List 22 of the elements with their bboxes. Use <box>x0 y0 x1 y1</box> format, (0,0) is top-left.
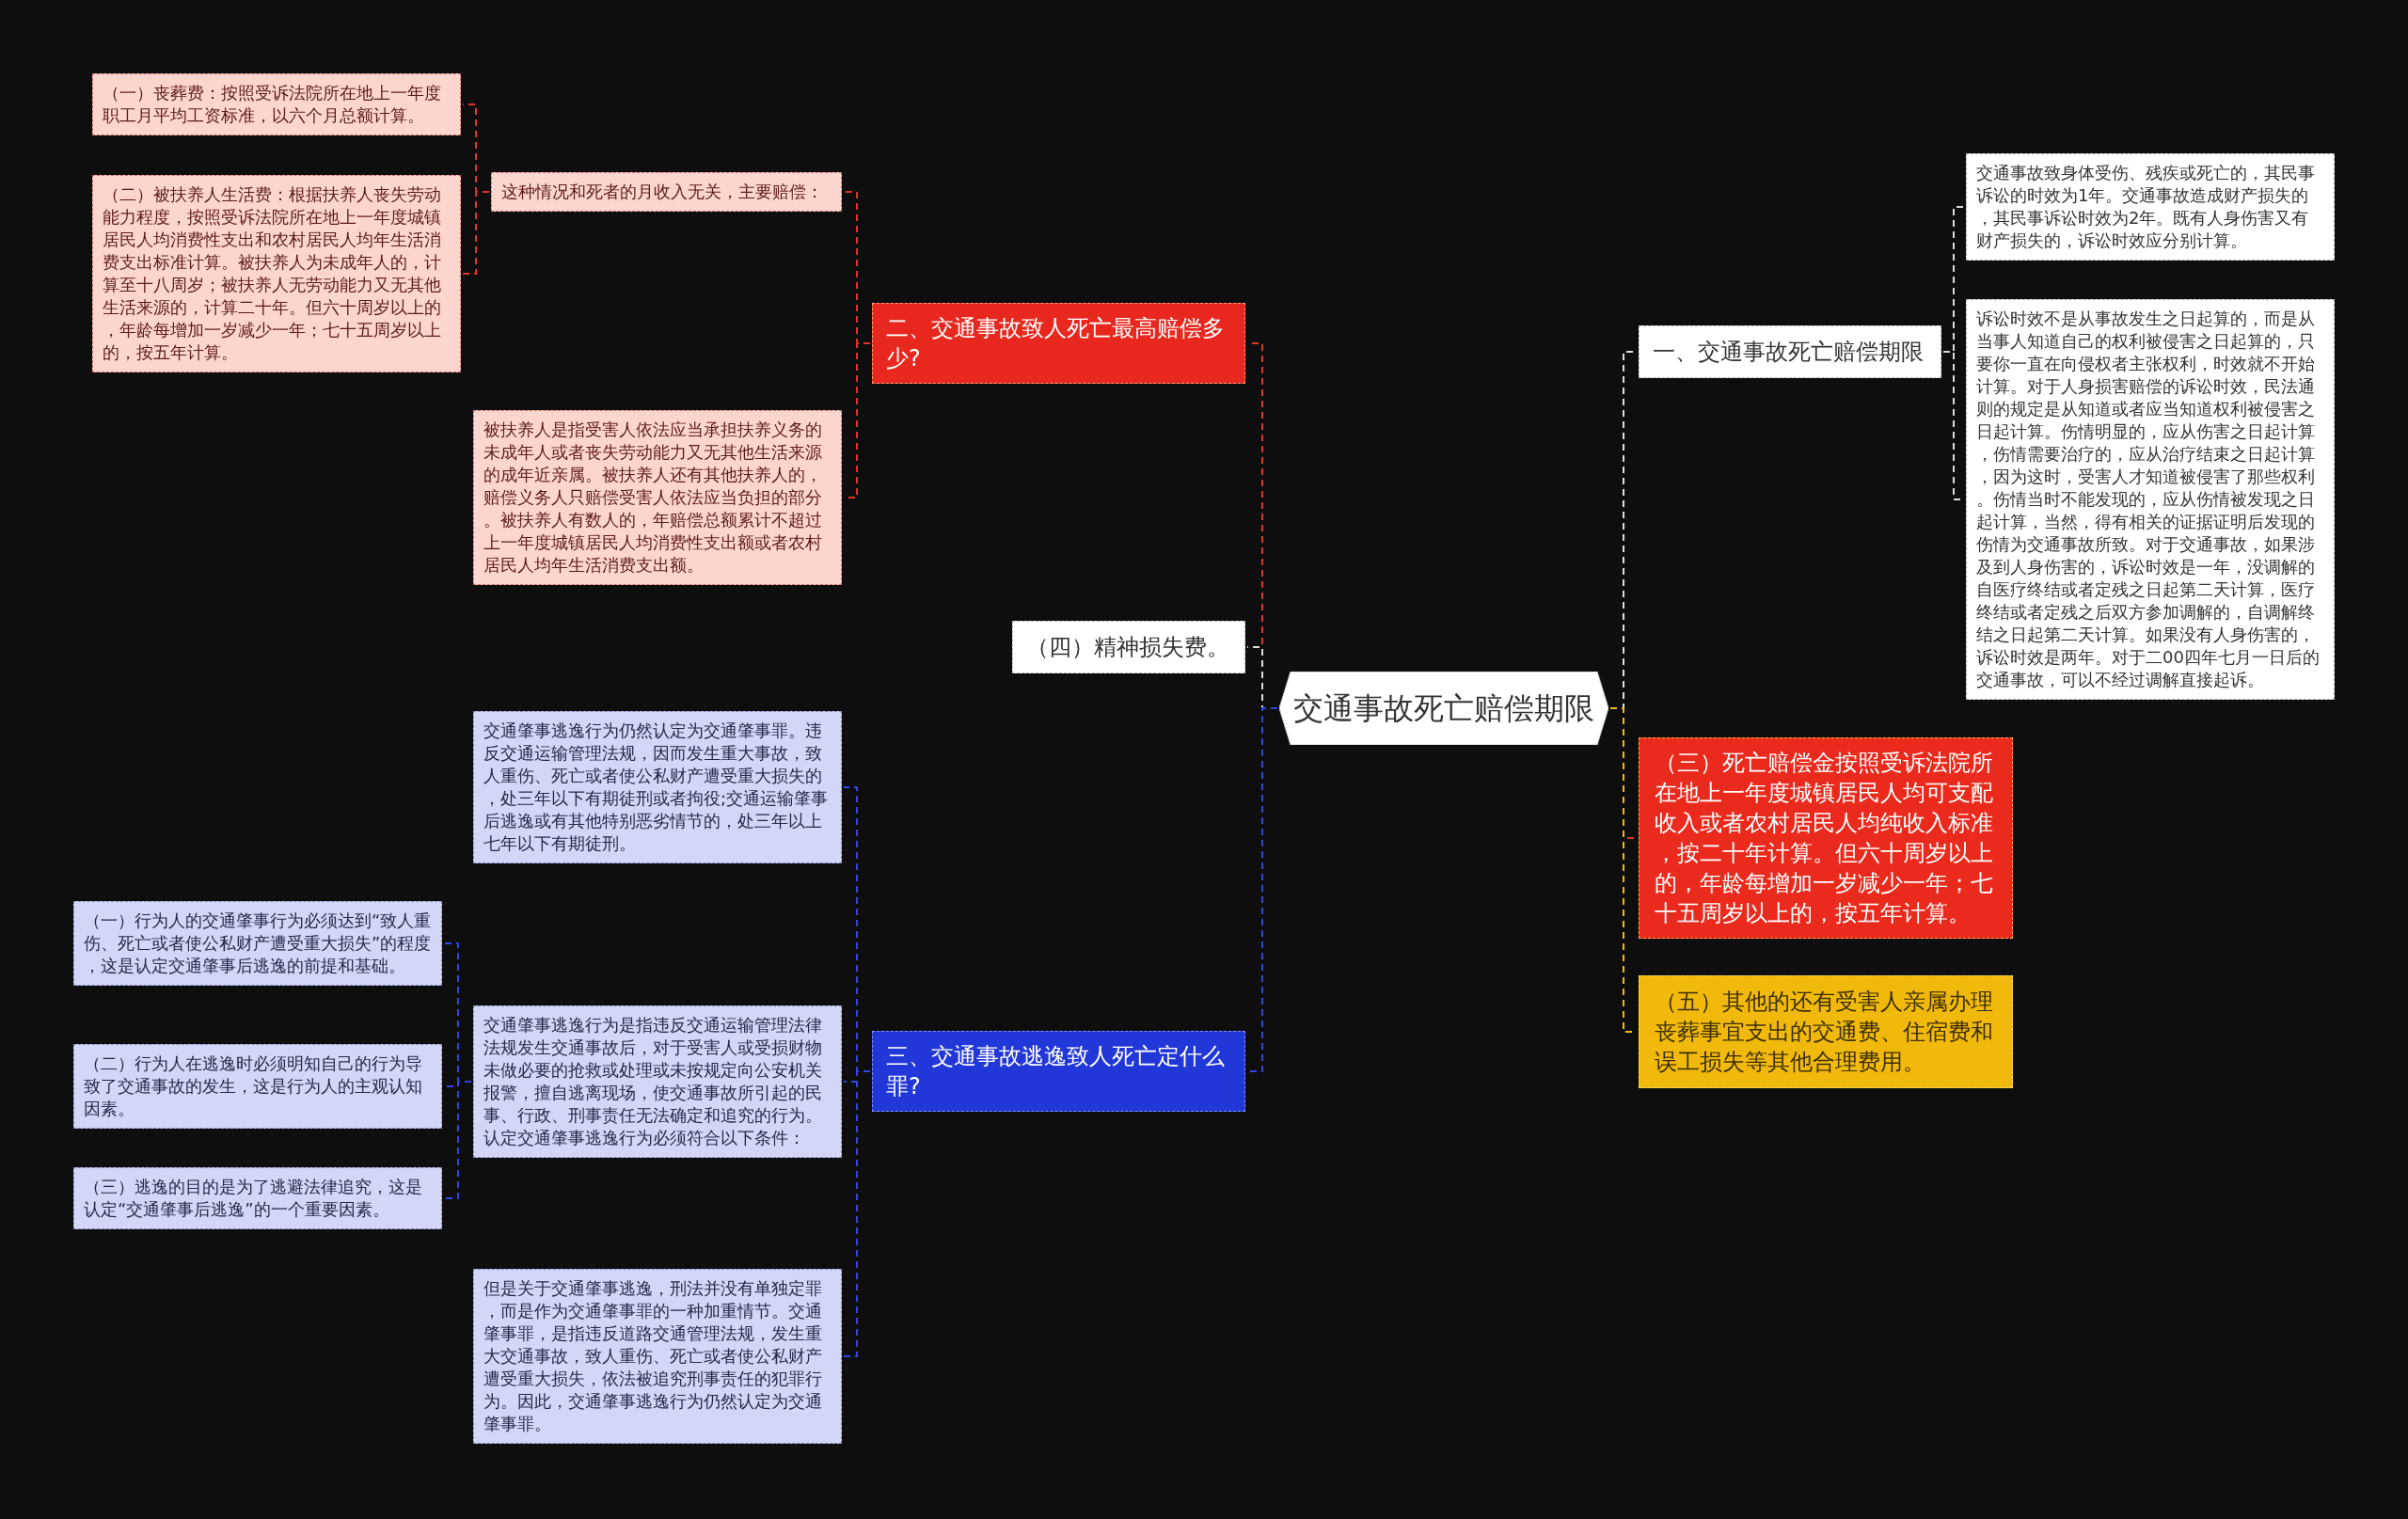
note-box: 诉讼时效不是从事故发生之日起算的，而是从当事人知道自己的权利被侵害之日起算的，只要你一直在向侵权者主张权利，时效就不开始计算。对于人身损害赔偿的诉讼时效，民法通则的规定是从知道或者应当知道权利被侵害之日起计算。伤情明显的，应从伤害之日起计算，伤情需要治疗的，应从治疗结束之日起计算，因为这时，受害人才知道被侵害了那些权利。伤情当时不能发现的，应从伤情被发现之日起计算，当然，得有相关的证据证明后发现的伤情为交通事故所致。对于交通事故，如果涉及到人身伤害的，诉讼时效是一年，没调解的自医疗终结或者定残之日起第二天计算，医疗终结或者定残之后双方参加调解的，自调解终结之日起第二天计算。如果没有人身伤害的，诉讼时效是两年。对于二00四年七月一日后的交通事故，可以不经过调解直接起诉。 <box>1966 299 2335 700</box>
note-box: 交通事故致身体受伤、残疾或死亡的，其民事诉讼的时效为1年。交通事故造成财产损失的，其民事诉讼时效为2年。既有人身伤害又有财产损失的，诉讼时效应分别计算。 <box>1966 153 2335 261</box>
note-box: 被扶养人是指受害人依法应当承担扶养义务的未成年人或者丧失劳动能力又无其他生活来源的成年近亲属。被扶养人还有其他扶养人的，赔偿义务人只赔偿受害人依法应当负担的部分。被扶养人有数人的，年赔偿总额累计不超过上一年度城镇居民人均消费性支出额或者农村居民人均年生活消费支出额。 <box>473 410 842 585</box>
note-box: （一）丧葬费：按照受诉法院所在地上一年度职工月平均工资标准，以六个月总额计算。 <box>92 73 461 135</box>
note-box: 这种情况和死者的月收入无关，主要赔偿： <box>491 172 842 212</box>
connector-line <box>843 1070 871 1357</box>
note-box: （一）行为人的交通肇事行为必须达到“致人重伤、死亡或者使公私财产遭受重大损失”的程度，这是认定交通肇事后逃逸的前提和基础。 <box>73 901 442 986</box>
topic-box: 二、交通事故致人死亡最高赔偿多少? <box>872 303 1245 384</box>
note-box: 但是关于交通肇事逃逸，刑法并没有单独定罪，而是作为交通肇事罪的一种加重情节。交通肇事罪，是指违反道路交通管理法规，发生重大交通事故，致人重伤、死亡或者使公私财产遭受重大损失，依法被追究刑事责任的犯罪行为。因此，交通肇事逃逸行为仍然认定为交通肇事罪。 <box>473 1269 842 1444</box>
topic-box: 一、交通事故死亡赔偿期限 <box>1639 325 1941 378</box>
connector-line <box>462 191 490 275</box>
note-box: 交通肇事逃逸行为仍然认定为交通肇事罪。违反交通运输管理法规，因而发生重大事故，致人重伤、死亡或者使公私财产遭受重大损失的，处三年以下有期徒刑或者拘役;交通运输肇事后逃逸或有其他特别恶劣情节的，处三年以上七年以下有期徒刑。 <box>473 711 842 863</box>
connector-line <box>443 1081 472 1199</box>
note-box: 交通肇事逃逸行为是指违反交通运输管理法律法规发生交通事故后，对于受害人或受损财物未做必要的抢救或处理或未按规定向公安机关报警，擅自逃离现场，使交通事故所引起的民事、行政、刑事责任无法确定和追究的行为。认定交通肇事逃逸行为必须符合以下条件： <box>473 1005 842 1158</box>
topic-box: （四）精神损失费。 <box>1012 621 1245 673</box>
note-box: （五）其他的还有受害人亲属办理丧葬事宜支出的交通费、住宿费和误工损失等其他合理费用。 <box>1639 975 2013 1088</box>
topic-box: 三、交通事故逃逸致人死亡定什么罪? <box>872 1031 1245 1112</box>
note-box: （三）死亡赔偿金按照受诉法院所在地上一年度城镇居民人均可支配收入或者农村居民人均纯收入标准，按二十年计算。但六十周岁以上的，年龄每增加一岁减少一年；七十五周岁以上的，按五年计算。 <box>1639 737 2013 939</box>
note-box: （二）被扶养人生活费：根据扶养人丧失劳动能力程度，按照受诉法院所在地上一年度城镇居民人均消费性支出和农村居民人均年生活消费支出标准计算。被扶养人为未成年人的，计算至十八周岁；被扶养人无劳动能力又无其他生活来源的，计算二十年。但六十周岁以上的，年龄每增加一岁减少一年；七十五周岁以上的，按五年计算。 <box>92 175 461 372</box>
topic-hexagon: 交通事故死亡赔偿期限 <box>1279 672 1608 745</box>
note-box: （三）逃逸的目的是为了逃避法律追究，这是认定“交通肇事后逃逸”的一个重要因素。 <box>73 1167 442 1229</box>
note-box: （二）行为人在逃逸时必须明知自己的行为导致了交通事故的发生，这是行为人的主观认知因素。 <box>73 1044 442 1129</box>
